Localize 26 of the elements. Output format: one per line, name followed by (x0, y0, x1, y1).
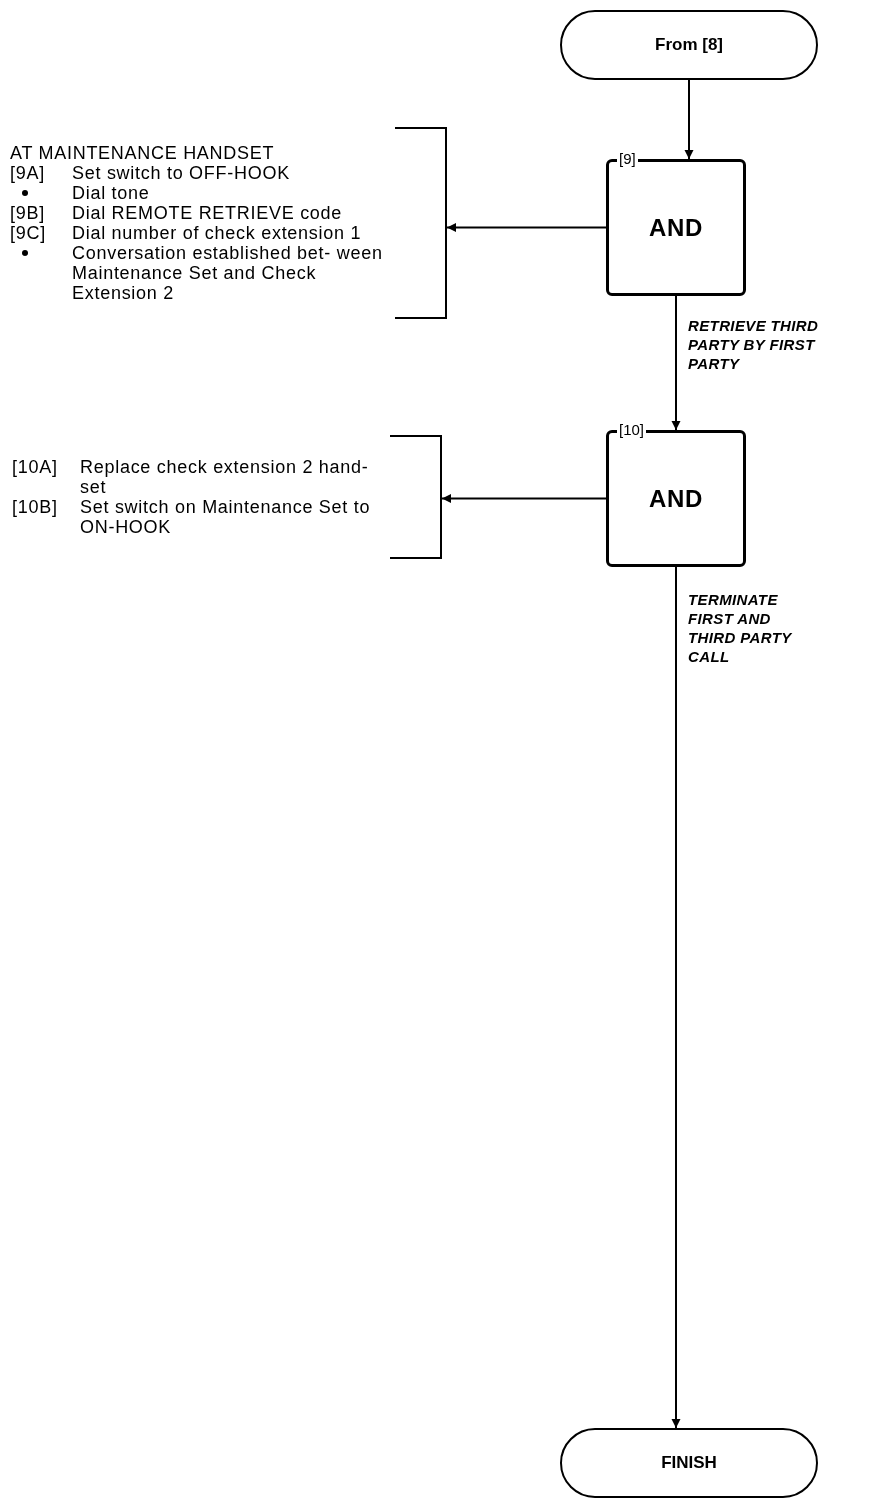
arrow (446, 223, 607, 232)
terminal-label: From [8] (655, 34, 723, 57)
step-code: [10B] (12, 497, 58, 517)
instruction-bracket (12, 435, 442, 559)
step-text: Dial REMOTE RETRIEVE code (72, 203, 344, 223)
step-text: Conversation established bet- ween Maintenance Set and Check Extension 2 (72, 243, 384, 303)
arrow (671, 295, 681, 431)
step-code: [9B] (10, 203, 45, 223)
gate-label: AND (649, 483, 703, 514)
arrow (441, 494, 607, 503)
step-code: [10A] (12, 457, 58, 477)
step-number: [9] (617, 150, 638, 168)
step-code: [9C] (10, 223, 46, 243)
step-text: Replace check extension 2 hand- set (80, 457, 370, 497)
step-text: Set switch to OFF-HOOK (72, 163, 291, 183)
arrow (684, 79, 694, 160)
step-text: Dial number of check extension 1 (72, 223, 363, 243)
step-text: Set switch on Maintenance Set to ON-HOOK (80, 497, 372, 537)
gate-label: AND (649, 212, 703, 243)
step-number: [10] (617, 421, 647, 439)
section-heading: AT MAINTENANCE HANDSET (10, 143, 276, 163)
terminal-label: FINISH (661, 1452, 717, 1475)
step-text: Dial tone (72, 183, 151, 203)
arrow (671, 566, 681, 1429)
instruction-bracket (10, 127, 447, 319)
step-code: [9A] (10, 163, 45, 183)
